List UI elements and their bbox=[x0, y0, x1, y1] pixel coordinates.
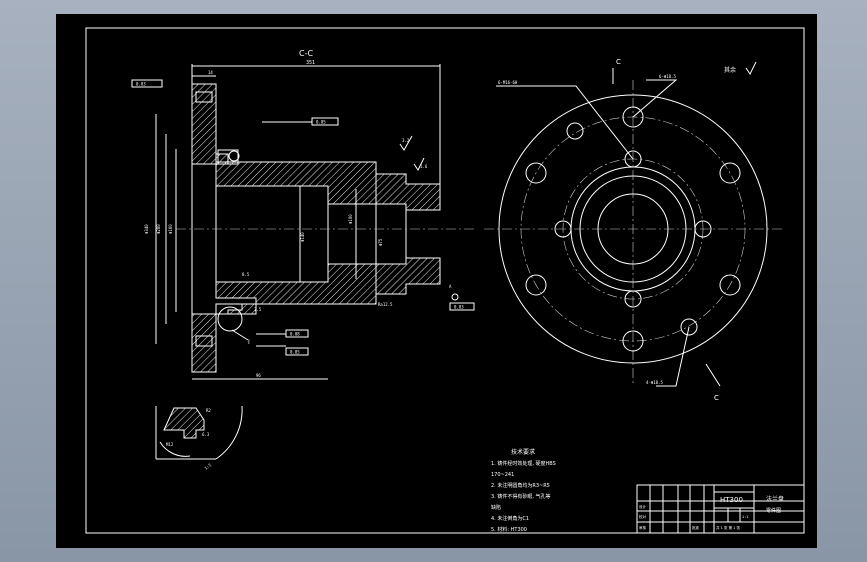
title-drawing-no: 零件图 bbox=[766, 507, 781, 514]
roughness-2: 1.6 bbox=[420, 164, 428, 169]
dim-small-dia: Φ75 bbox=[378, 238, 383, 246]
section-label: C-C bbox=[299, 49, 313, 58]
dim-flange-dia: Φ340 bbox=[144, 224, 149, 234]
label-lower-holes: 4-Φ18.5 bbox=[646, 380, 663, 385]
cad-drawing: C-C 351 14 bbox=[85, 27, 805, 534]
label-bolt-holes: 6-Φ18.5 bbox=[659, 74, 676, 79]
tech-title: 技术要求 bbox=[511, 448, 535, 456]
dim-bore-dia: Φ140 bbox=[300, 232, 305, 242]
tech-line-6: 4. 未注倒角为C1 bbox=[491, 515, 529, 522]
title-block: HT300 法兰盘 零件图 1:1 共 1 张 第 1 张 设计 校对 审核 批… bbox=[636, 484, 805, 534]
detail-scale: 1:2 bbox=[203, 462, 212, 471]
title-sheet: 共 1 张 第 1 张 bbox=[716, 525, 741, 530]
label-threaded-holes: 6-M16-6H bbox=[498, 80, 518, 85]
tech-line-5: 缺陷 bbox=[491, 504, 501, 511]
section-view: C-C 351 14 bbox=[131, 49, 476, 380]
tol-frame-4: 0.05 bbox=[290, 350, 300, 355]
tech-line-1: 1. 铸件经时效处理, 硬度HBS bbox=[491, 460, 556, 467]
dim-hub-dia: Φ160 bbox=[168, 224, 173, 234]
section-mark-bottom: C bbox=[714, 394, 719, 402]
dim-inner-dia: Φ100 bbox=[348, 214, 353, 224]
tech-line-2: 170~241 bbox=[491, 472, 514, 478]
dim-groove: 8.5 bbox=[242, 272, 250, 277]
dim-bore-depth: 96 bbox=[256, 373, 261, 378]
inner-border bbox=[85, 27, 805, 534]
tol-frame-5: 0.03 bbox=[454, 305, 464, 310]
dim-bolt-circle: Φ280 bbox=[156, 224, 161, 234]
title-part-name: 法兰盘 bbox=[766, 495, 784, 503]
tech-line-7: 5. 材料: HT300 bbox=[491, 526, 527, 533]
title-scale: 1:1 bbox=[742, 515, 748, 519]
dim-step: 3.5 bbox=[254, 307, 262, 312]
tech-line-4: 3. 铸件不得有砂眼, 气孔等 bbox=[491, 493, 551, 500]
datum-a: A bbox=[449, 284, 452, 289]
drawing-sheet: C-C 351 14 bbox=[56, 14, 817, 548]
title-row-checker: 校对 bbox=[639, 514, 647, 519]
detail-view: R2 M12 6.3 1:2 bbox=[155, 405, 243, 471]
roughness-1: 3.2 bbox=[402, 138, 410, 143]
front-view: 6-M16-6H 6-Φ18.5 4-Φ18.5 C C 其余 bbox=[484, 58, 782, 402]
tol-frame-2: 0.05 bbox=[316, 120, 326, 125]
tol-frame-3: 0.08 bbox=[290, 332, 300, 337]
roughness-3: Ra12.5 bbox=[378, 302, 393, 307]
detail-dim: 6.3 bbox=[202, 432, 210, 437]
title-row-designer: 设计 bbox=[639, 504, 647, 509]
section-mark-top: C bbox=[616, 58, 621, 66]
title-material: HT300 bbox=[720, 496, 743, 504]
dim-flange-thickness: 14 bbox=[208, 70, 213, 75]
title-row-approver: 批准 bbox=[692, 525, 700, 530]
detail-radius: R2 bbox=[206, 408, 211, 413]
tech-requirements: 技术要求 1. 铸件经时效处理, 硬度HBS 170~241 2. 未注明圆角均… bbox=[491, 448, 556, 533]
detail-thread: M12 bbox=[166, 442, 174, 447]
tech-line-3: 2. 未注明圆角均为R3~R5 bbox=[491, 482, 550, 489]
dim-overall-length: 351 bbox=[306, 60, 315, 66]
tol-frame-1: 0.03 bbox=[136, 82, 146, 87]
detail-label-section: I bbox=[248, 339, 250, 346]
title-row-reviewer: 审核 bbox=[639, 525, 647, 530]
roughness-other: 其余 bbox=[724, 66, 736, 74]
